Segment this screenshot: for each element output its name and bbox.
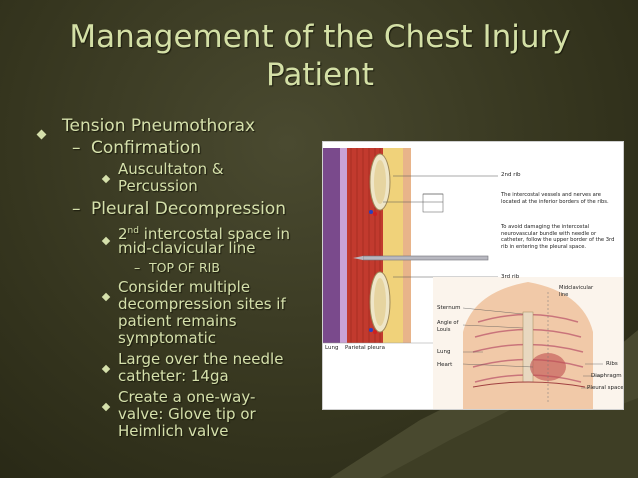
bullet-tension-pneumothorax: Tension Pneumothorax [62,116,256,136]
dash-bullet: – [72,138,81,158]
bullet-large-line-1: Large over the needle [118,350,284,368]
note-intercostal-vessels: The intercostal vessels and nerves are l… [501,192,609,205]
label-lung: Lung [437,349,451,355]
dash-bullet: – [134,260,141,275]
label-parietal-pleura: Parietal pleura [345,345,385,351]
bullet-confirmation: Confirmation [91,138,201,158]
bullet-top-of-rib: TOP OF RIB [149,260,220,275]
bullet-consider-line-2: decompression sites if [118,295,286,313]
note-avoid-damage: To avoid damaging the intercostal neurov… [501,224,615,250]
label-3rd-rib: 3rd rib [501,274,520,280]
slide-title: Management of the Chest Injury Patient [20,18,620,94]
ordinal-number: 2 [118,225,128,243]
anatomy-illustration [323,148,623,409]
bullet-consider-line-1: Consider multiple [118,278,251,296]
dash-bullet: – [72,199,81,219]
diamond-bullet-icon [101,167,111,186]
label-pleural-space: Pleural space [587,385,624,391]
title-line-1: Management of the Chest Injury [69,19,571,55]
label-diaphragm: Diaphragm [591,373,622,379]
chest-anatomy-figure: 2nd rib The intercostal vessels and nerv… [322,141,624,410]
bullet-large-line-2: catheter: 14ga [118,367,229,385]
label-2nd-rib: 2nd rib [501,172,521,178]
bullet-valve-line-1: Create a one-way- [118,388,256,406]
diamond-bullet-icon [36,123,47,142]
label-angle-of-louis: Angle of Louis [437,320,459,333]
bullet-valve-line-2: valve: Glove tip or [118,405,256,423]
title-line-2: Patient [266,57,374,93]
diamond-bullet-icon [101,229,111,248]
bullet-pleural-decompression: Pleural Decompression [91,199,287,219]
bullet-valve-line-3: Heimlich valve [118,422,229,440]
diamond-bullet-icon [101,357,111,376]
label-lung-left: Lung [325,345,339,351]
ordinal-suffix: nd [127,226,139,236]
intercostal-text: intercostal space in [138,225,291,243]
bullet-auscultation-line-1: Auscultaton & [118,160,224,178]
bullet-consider-line-3: patient remains [118,312,237,330]
label-ribs: Ribs [606,361,618,367]
bullet-intercostal-line-1: 2nd intercostal space in [118,223,290,243]
diamond-bullet-icon [101,285,111,304]
bullet-auscultation-line-2: Percussion [118,177,198,195]
bullet-consider-line-4: symptomatic [118,329,216,347]
diamond-bullet-icon [101,395,111,414]
label-sternum: Sternum [437,305,461,311]
label-heart: Heart [437,362,453,368]
bullet-intercostal-line-2: mid-clavicular line [118,239,256,257]
label-midclavicular-line: Midclavicular line [559,285,594,298]
